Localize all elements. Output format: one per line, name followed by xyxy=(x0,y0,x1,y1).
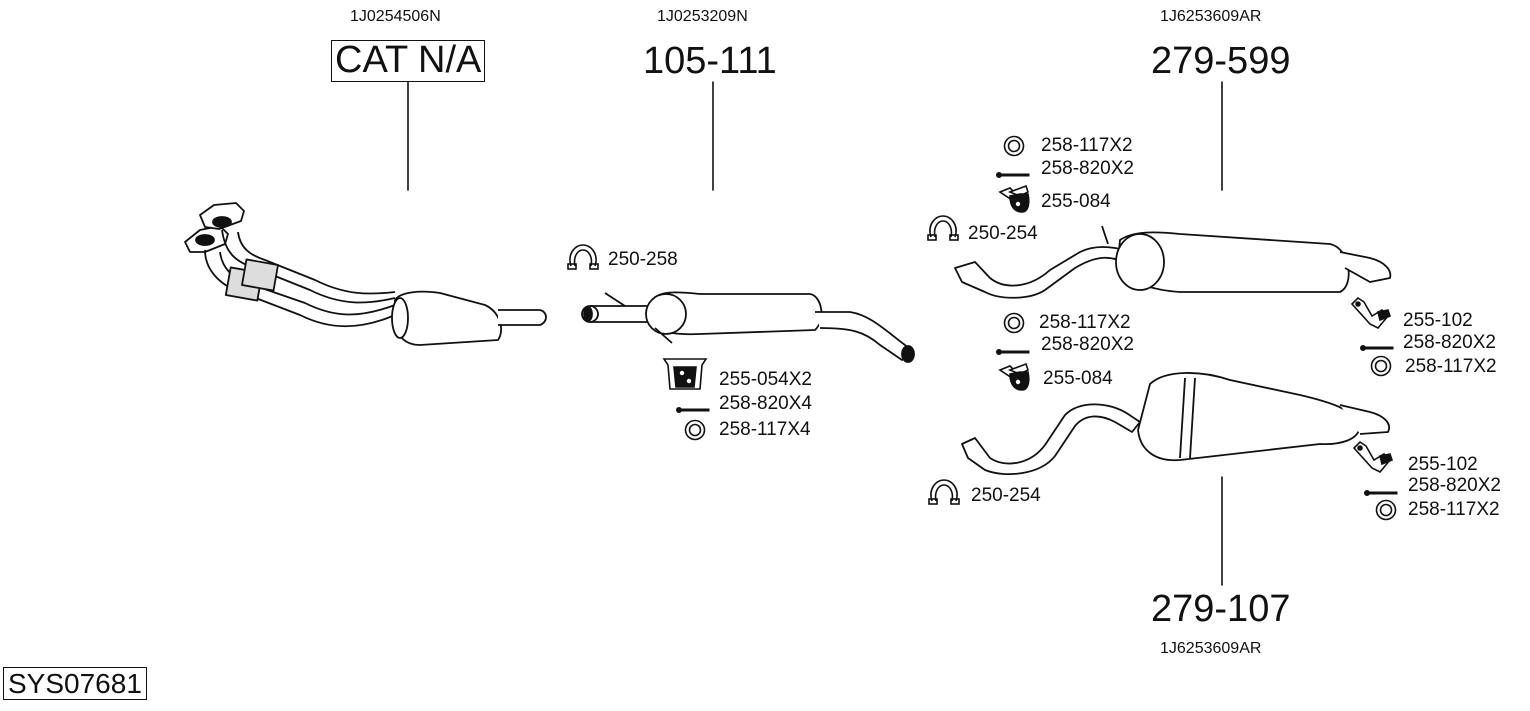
rear-silencer-upper xyxy=(954,225,1392,299)
accessory-label[interactable]: 258-820X2 xyxy=(1041,334,1134,355)
accessory-label[interactable]: 250-254 xyxy=(968,223,1038,244)
accessory-label[interactable]: 258-820X4 xyxy=(719,393,812,414)
accessory-label[interactable]: 258-117X2 xyxy=(1041,135,1133,156)
ring-gasket-icon xyxy=(1003,312,1025,334)
part-number-middle-silencer[interactable]: 105-111 xyxy=(643,40,777,82)
bolt-icon xyxy=(996,172,1030,178)
accessory-label[interactable]: 250-254 xyxy=(971,485,1041,506)
rubber-mount-icon xyxy=(662,358,708,390)
clamp-icon xyxy=(567,244,599,270)
bolt-icon xyxy=(676,407,710,413)
front-pipe-catalytic-converter xyxy=(184,202,547,346)
bracket-icon xyxy=(1352,440,1393,473)
hanger-icon xyxy=(998,362,1030,391)
accessory-label[interactable]: 258-117X2 xyxy=(1408,499,1500,520)
accessory-label[interactable]: 258-820X2 xyxy=(1403,332,1496,353)
rear-silencer-lower xyxy=(961,372,1390,476)
bracket-icon xyxy=(1350,296,1391,329)
accessory-label[interactable]: 255-054X2 xyxy=(719,369,812,390)
accessory-label[interactable]: 255-102 xyxy=(1403,310,1473,331)
accessory-label[interactable]: 250-258 xyxy=(608,249,678,270)
system-id: SYS07681 xyxy=(3,667,147,701)
ring-gasket-icon xyxy=(1003,135,1025,157)
oem-number: 1J6253609AR xyxy=(1160,640,1262,657)
part-number-rear-silencer-upper[interactable]: 279-599 xyxy=(1151,40,1291,82)
bolt-icon xyxy=(1364,490,1398,496)
accessory-label[interactable]: 258-117X2 xyxy=(1039,312,1131,333)
oem-number: 1J0254506N xyxy=(350,8,441,25)
accessory-label[interactable]: 258-820X2 xyxy=(1041,158,1134,179)
clamp-icon xyxy=(927,215,959,241)
ring-gasket-icon xyxy=(684,419,706,441)
clamp-icon xyxy=(928,479,960,505)
accessory-label[interactable]: 258-117X4 xyxy=(719,419,811,440)
bolt-icon xyxy=(996,349,1030,355)
accessory-label[interactable]: 255-084 xyxy=(1041,191,1111,212)
accessory-label[interactable]: 255-084 xyxy=(1043,368,1113,389)
accessory-label[interactable]: 258-117X2 xyxy=(1405,356,1497,377)
accessory-label[interactable]: 255-102 xyxy=(1408,454,1478,475)
hanger-icon xyxy=(998,184,1030,213)
part-number-cat[interactable]: CAT N/A xyxy=(331,40,486,82)
bolt-icon xyxy=(1360,345,1394,351)
middle-silencer xyxy=(581,291,915,363)
part-number-rear-silencer-lower[interactable]: 279-107 xyxy=(1151,588,1291,630)
ring-gasket-icon xyxy=(1375,499,1397,521)
oem-number: 1J6253609AR xyxy=(1160,8,1262,25)
oem-number: 1J0253209N xyxy=(657,8,748,25)
accessory-label[interactable]: 258-820X2 xyxy=(1408,475,1501,496)
ring-gasket-icon xyxy=(1370,355,1392,377)
